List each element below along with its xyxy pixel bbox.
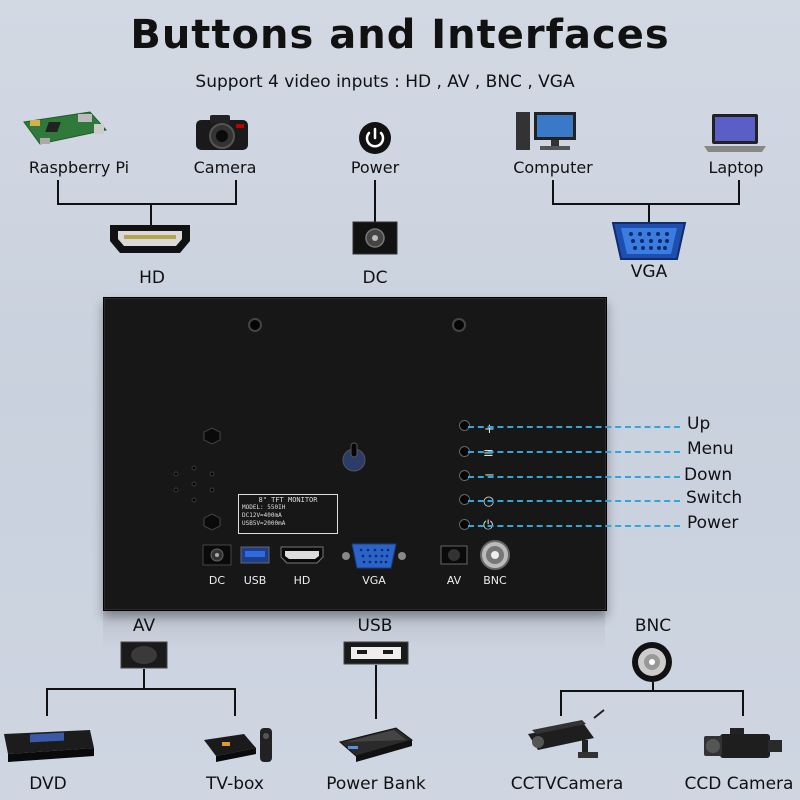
av-label: AV	[132, 616, 156, 636]
port-label-hd: HD	[293, 574, 311, 587]
dvd-player-icon	[0, 722, 96, 768]
switch-label: Switch	[686, 488, 743, 508]
bnc-label: BNC	[634, 616, 672, 636]
hd-connector-line	[57, 180, 59, 204]
dc-port-icon	[352, 221, 398, 255]
power-button-label: Power	[687, 513, 739, 533]
vga-port	[341, 542, 407, 570]
laptop-label: Laptop	[708, 158, 764, 177]
tv-box-label: TV-box	[206, 774, 264, 794]
up-glyph: +	[484, 422, 495, 437]
bnc-port	[479, 539, 511, 571]
computer-icon	[514, 108, 580, 154]
port-label-dc: DC	[208, 574, 226, 587]
mount-screw	[452, 318, 466, 332]
hd-port	[280, 546, 324, 564]
port-label-vga: VGA	[362, 574, 386, 587]
down-glyph: −	[484, 468, 495, 483]
vga-connector-line	[648, 203, 650, 223]
hd-connector-line	[57, 203, 237, 205]
spec-title: 8" TFT MONITOR	[258, 496, 318, 504]
hd-connector-line	[235, 180, 237, 204]
keyhole-mount	[342, 442, 366, 472]
down-button[interactable]	[459, 470, 470, 481]
vga-label: VGA	[630, 262, 668, 282]
page-subtitle: Support 4 video inputs : HD , AV , BNC ,…	[195, 72, 575, 92]
monitor-back-panel: 8" TFT MONITOR MODEL: 550IH DC12V=400mA …	[103, 297, 607, 611]
ccd-camera-label: CCD Camera	[684, 774, 794, 794]
down-callout-line	[468, 476, 680, 478]
hd-connector-line	[150, 203, 152, 225]
av-connector-line	[143, 669, 145, 689]
bnc-connector-line	[560, 690, 744, 692]
page-title: Buttons and Interfaces	[130, 12, 670, 58]
tv-box-icon	[200, 724, 280, 768]
power-callout-line	[468, 525, 680, 527]
port-label-usb: USB	[243, 574, 267, 587]
spec-usb: USB5V=2000mA	[242, 520, 286, 527]
power-bank-icon	[336, 722, 416, 766]
usb-port-icon	[343, 641, 409, 665]
up-button[interactable]	[459, 420, 470, 431]
av-port	[440, 545, 468, 565]
vga-port-icon	[611, 221, 687, 261]
switch-button[interactable]	[459, 494, 470, 505]
vga-connector-line	[738, 180, 740, 204]
raspberry-pi-icon	[20, 108, 108, 152]
hd-port-icon	[108, 223, 192, 255]
hd-label: HD	[139, 268, 165, 288]
vga-connector-line	[552, 180, 554, 204]
ccd-camera-icon	[700, 724, 790, 768]
menu-glyph: ≡	[483, 446, 494, 461]
raspberry-pi-label: Raspberry Pi	[28, 158, 130, 177]
bnc-connector-line	[652, 682, 654, 691]
down-label: Down	[684, 465, 733, 485]
dc-label: DC	[362, 268, 388, 288]
power-bank-label: Power Bank	[326, 774, 426, 794]
switch-callout-line	[468, 500, 680, 502]
power-label: Power	[350, 158, 400, 177]
usb-connector-line	[375, 665, 377, 719]
av-connector-line	[46, 688, 48, 716]
menu-label: Menu	[687, 439, 734, 459]
vga-connector-line	[552, 203, 740, 205]
port-label-bnc: BNC	[483, 574, 507, 587]
laptop-icon	[702, 112, 768, 154]
power-button[interactable]	[459, 519, 470, 530]
dvd-label: DVD	[29, 774, 67, 794]
spec-dc: DC12V=400mA	[242, 512, 282, 519]
av-connector-line	[46, 688, 236, 690]
av-connector-line	[234, 688, 236, 716]
usb-port	[240, 546, 270, 564]
spec-sticker: 8" TFT MONITOR MODEL: 550IH DC12V=400mA …	[238, 494, 338, 534]
vent-holes	[173, 427, 221, 531]
up-label: Up	[687, 414, 711, 434]
menu-callout-line	[468, 451, 680, 453]
power-icon	[358, 121, 392, 155]
spec-model: MODEL: 550IH	[242, 504, 286, 511]
up-callout-line	[468, 426, 680, 428]
bnc-connector-line	[742, 690, 744, 716]
camera-label: Camera	[193, 158, 257, 177]
computer-label: Computer	[513, 158, 593, 177]
bnc-connector-line	[560, 690, 562, 716]
av-port-icon	[120, 641, 168, 669]
dc-connector-line	[374, 180, 376, 222]
usb-label: USB	[357, 616, 393, 636]
cctv-camera-label: CCTVCamera	[510, 774, 624, 794]
bnc-port-icon	[630, 640, 674, 684]
mount-screw	[248, 318, 262, 332]
dc-port	[202, 544, 232, 566]
cctv-camera-icon	[524, 708, 614, 770]
camera-icon	[192, 112, 252, 152]
port-label-av: AV	[446, 574, 462, 587]
